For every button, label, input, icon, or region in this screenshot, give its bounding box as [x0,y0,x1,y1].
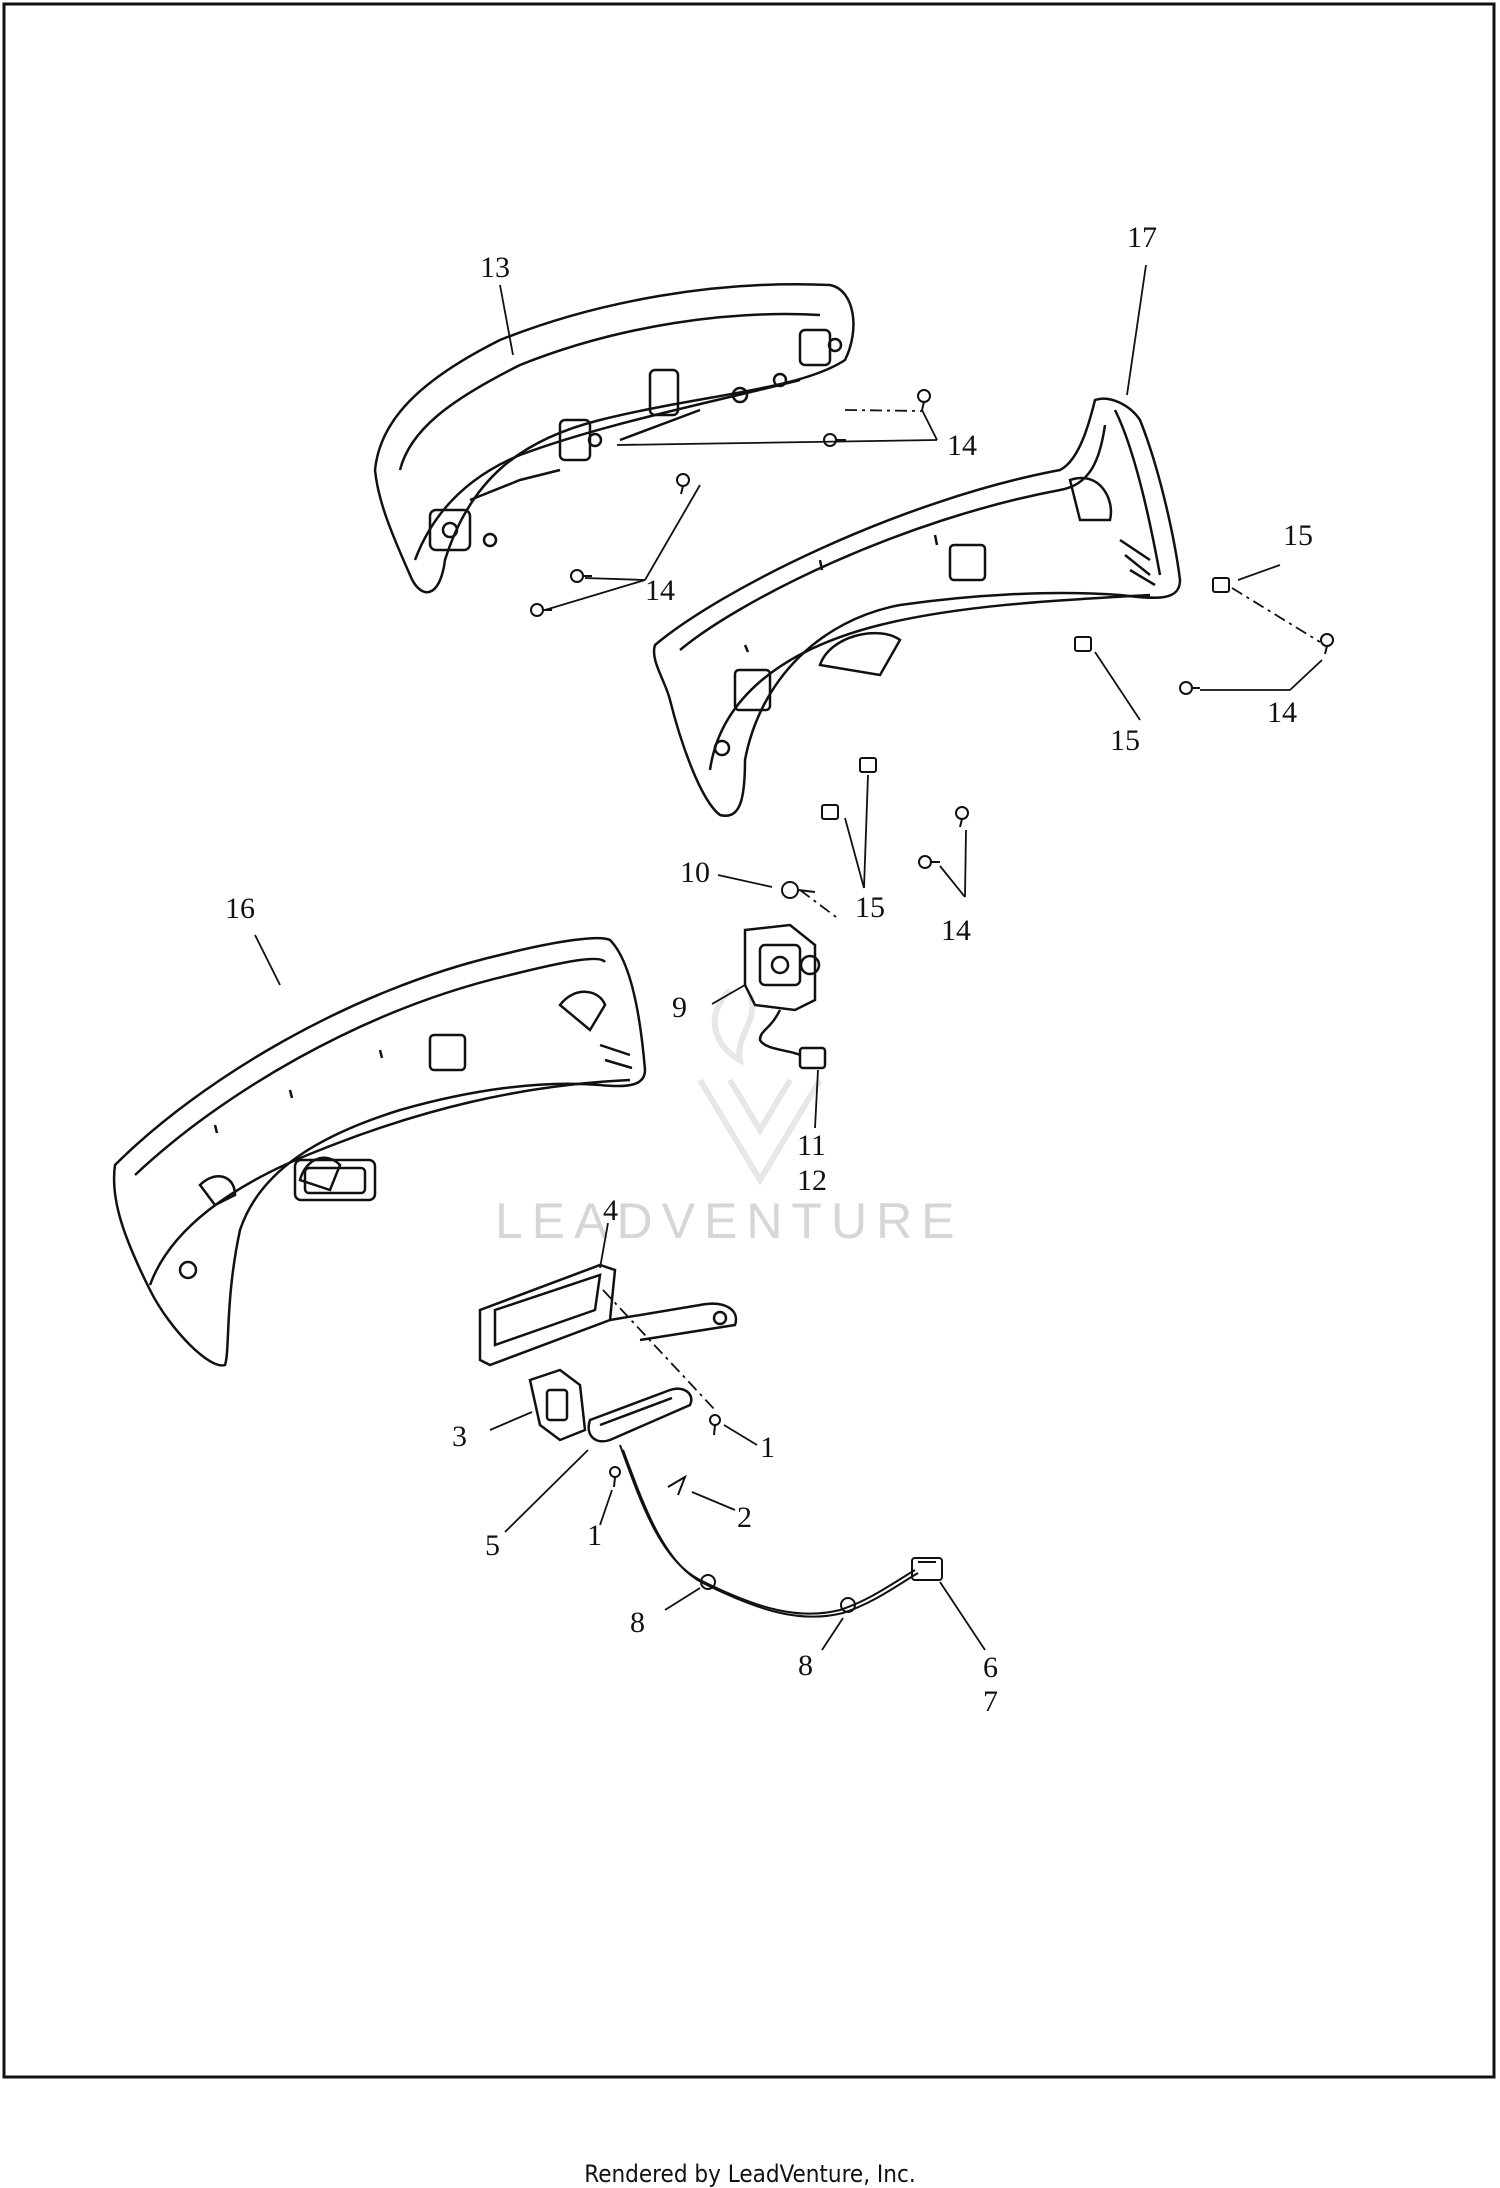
callouts: 13 17 14 14 15 14 15 16 10 15 14 9 11 12… [225,221,1313,1718]
part-13-lid-liner [373,282,855,594]
watermark-text: LEADVENTURE [495,1193,964,1249]
callout-15: 15 [855,891,885,924]
callout-1: 1 [760,1431,775,1464]
part-1-screws [609,1414,721,1488]
callout-17: 17 [1127,221,1157,254]
callout-11: 11 [797,1129,826,1162]
watermark-logo [697,987,823,1186]
part-17-lid-shell [652,397,1182,817]
callout-10: 10 [680,856,710,889]
callout-14: 14 [1267,696,1297,729]
part-3-bracket [528,1368,587,1442]
callout-16: 16 [225,892,255,925]
callout-2: 2 [737,1501,752,1534]
part-4-bracket-housing [478,1263,738,1367]
callout-6: 6 [983,1651,998,1684]
callout-8: 8 [630,1606,645,1639]
callout-14: 14 [941,914,971,947]
part-9-latch [743,923,827,1070]
footer-credit: Rendered by LeadVenture, Inc. [584,2160,916,2188]
callout-14: 14 [947,429,977,462]
leader-lines [254,264,1323,1651]
callout-12: 12 [797,1164,827,1197]
diagram-border [2,2,1496,2079]
callout-8: 8 [798,1649,813,1682]
callout-15: 15 [1283,519,1313,552]
part-16-outer-shell [112,936,647,1367]
callout-13: 13 [480,251,510,284]
part-5-lamp [587,1387,693,1443]
part-2-clip [667,1474,687,1496]
callout-15: 15 [1110,724,1140,757]
part-6-harness [619,1444,943,1618]
callout-3: 3 [452,1420,467,1453]
callout-7: 7 [983,1685,998,1718]
part-10-screw [781,881,816,899]
callout-4: 4 [603,1194,618,1227]
callout-1: 1 [587,1519,602,1552]
fasteners [530,389,1334,869]
callout-9: 9 [672,991,687,1024]
callout-14: 14 [645,574,675,607]
callout-5: 5 [485,1529,500,1562]
